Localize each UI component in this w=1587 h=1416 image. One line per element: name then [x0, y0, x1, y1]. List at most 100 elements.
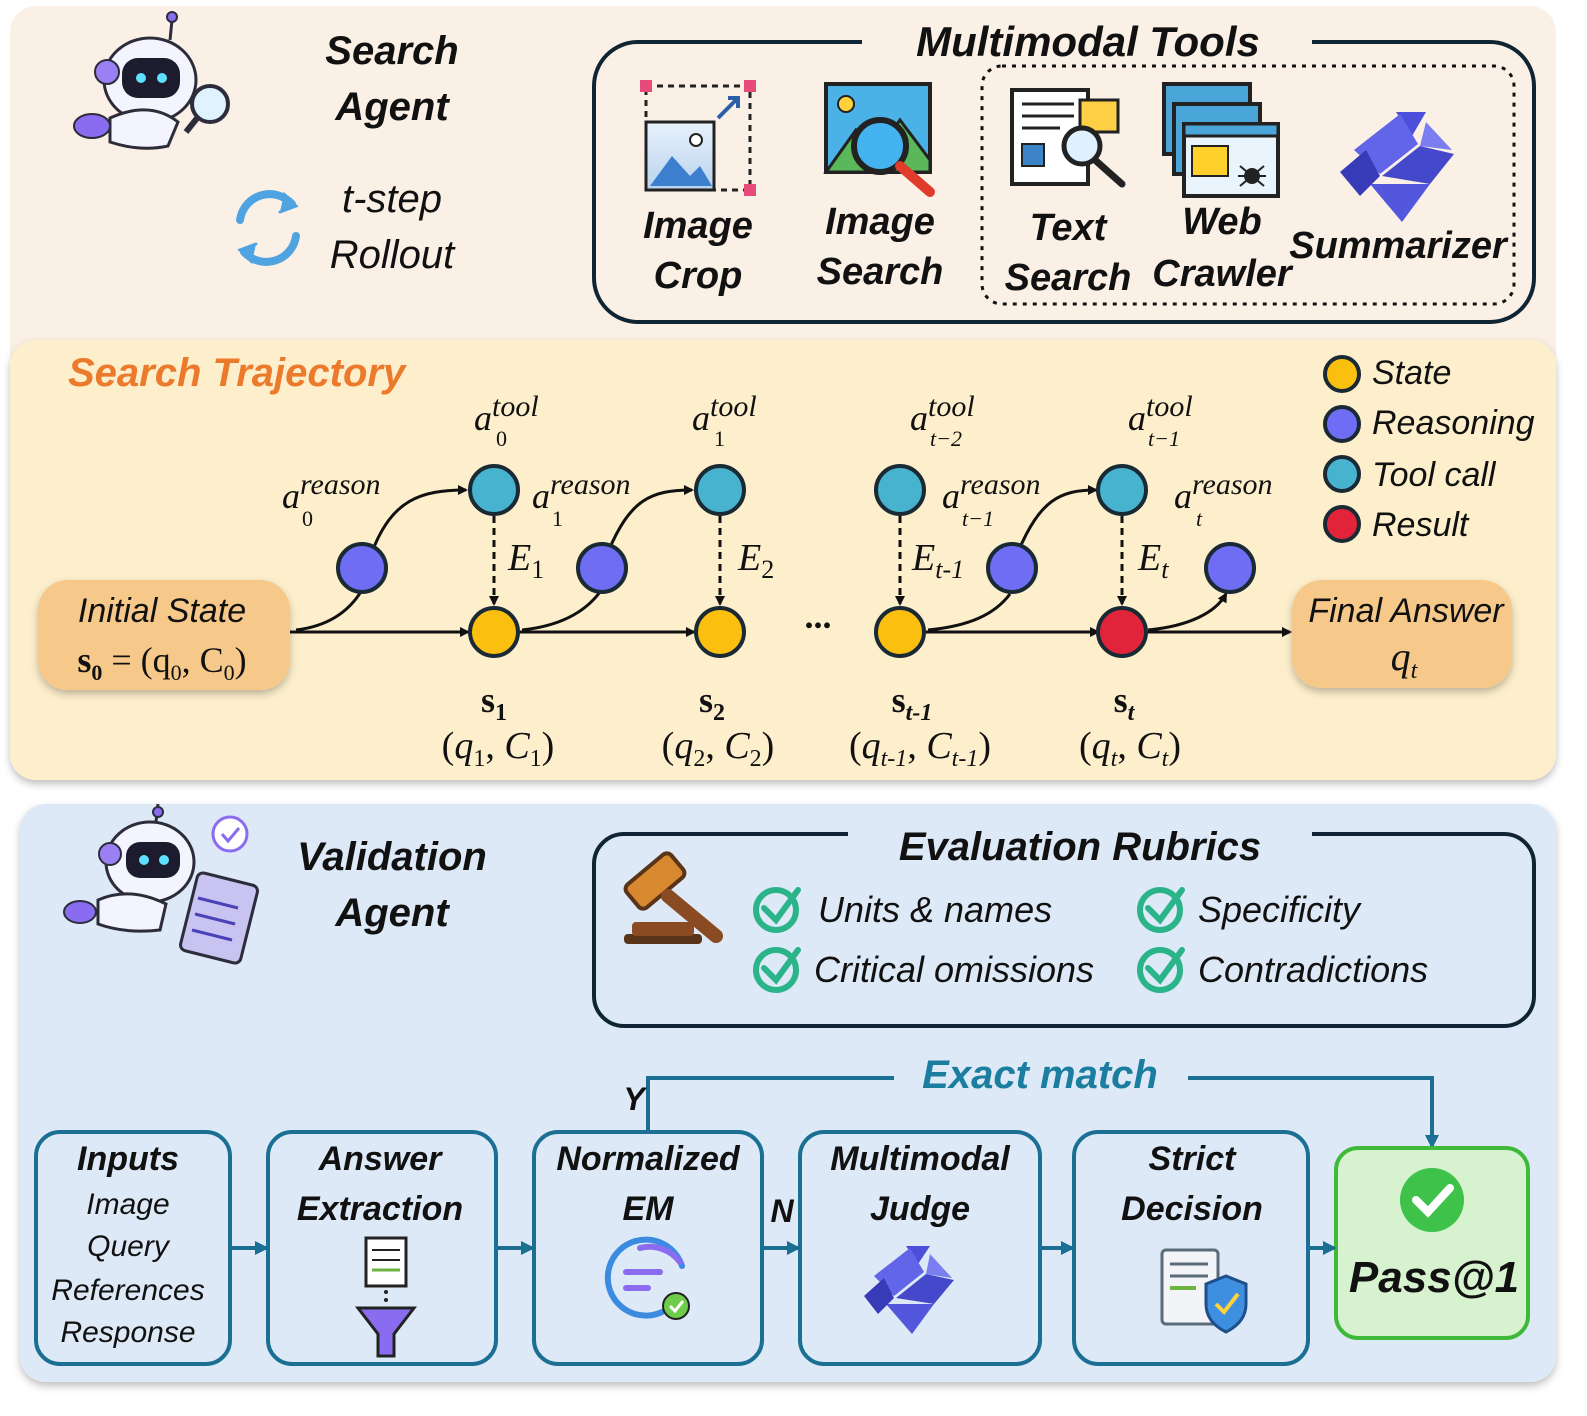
reason-action-label: areason: [282, 468, 381, 516]
tool-action-label: atool: [1128, 390, 1193, 438]
validation-robot-icon: [63, 803, 259, 965]
refresh-icon: [236, 190, 300, 266]
reasoning-node: [1204, 542, 1256, 594]
reasoning-node: [576, 542, 628, 594]
state-tuple: (q1, C1): [442, 725, 555, 772]
rubric-check-icons: [753, 887, 1185, 993]
shield-document-icon: [1160, 1248, 1248, 1334]
evidence-arrows: [489, 516, 1127, 606]
rollout-line1: t-step: [342, 177, 442, 221]
tool-action-sub: 0: [496, 426, 507, 451]
gavel-icon: [623, 851, 723, 944]
exact-match-path: [646, 1076, 1439, 1149]
summarizer-icon: [1340, 112, 1454, 222]
search-robot-icon: [73, 11, 230, 150]
check-icon: [1137, 887, 1183, 933]
check-icon: [1145, 887, 1185, 925]
reason-action-sub: 0: [302, 506, 313, 531]
reasoning-arrows: [295, 485, 1228, 632]
tool-call-node: [874, 464, 926, 516]
ellipsis: ...: [805, 596, 832, 636]
trajectory-legend: [1323, 355, 1361, 543]
pass-label: Pass@1: [1349, 1253, 1519, 1302]
trajectory-panel: [10, 340, 1556, 780]
tool-action-label: atool: [910, 390, 975, 438]
summarizer-label: Summarizer: [1289, 225, 1509, 267]
reasoning-node: [336, 542, 388, 594]
final-answer-label: Final Answer: [1308, 592, 1505, 630]
legend-reasoning-dot: [1323, 405, 1361, 443]
text-search-label-1: Text: [1030, 207, 1108, 249]
image-search-label-2: Search: [817, 251, 944, 293]
state-label: s1: [481, 680, 507, 726]
check-icon: [1137, 947, 1183, 993]
legend-tool-call-dot: [1323, 455, 1361, 493]
multimodal-judge-line2: Judge: [870, 1190, 970, 1228]
rubric-contradictions: Contradictions: [1198, 949, 1428, 990]
check-icon: [761, 947, 801, 985]
image-search-icon: [823, 82, 935, 197]
evidence-label: E2: [737, 537, 774, 584]
web-crawler-label-2: Crawler: [1152, 253, 1294, 295]
result-node: [1096, 606, 1148, 658]
inputs-title: Inputs: [77, 1140, 179, 1178]
rubrics-title: Evaluation Rubrics: [899, 825, 1261, 869]
inputs-references: References: [51, 1274, 204, 1307]
validation-title-line1: Validation: [297, 835, 487, 879]
tool-action-sub: 1: [714, 426, 725, 451]
state-label: st-1: [892, 680, 933, 726]
answer-extraction-line2: Extraction: [297, 1190, 463, 1228]
tool-action-label: atool: [692, 390, 757, 438]
text-tools-dotted-group: [980, 64, 1516, 306]
legend-state-label: State: [1372, 354, 1451, 392]
tool-call-node: [468, 464, 520, 516]
image-search-label-1: Image: [825, 201, 935, 243]
state-label: st: [1114, 680, 1136, 726]
inputs-response: Response: [60, 1316, 195, 1349]
state-tuple: (q2, C2): [662, 725, 775, 772]
reason-action-label: areason: [1174, 468, 1273, 516]
search-agent-title-line1: Search: [325, 29, 458, 73]
reason-action-sub: 1: [552, 506, 563, 531]
tools-title: Multimodal Tools: [916, 18, 1260, 65]
legend-result-dot: [1323, 505, 1361, 543]
evidence-label: Et-1: [911, 537, 964, 584]
legend-reasoning-label: Reasoning: [1372, 404, 1535, 442]
state-label: s2: [699, 680, 725, 726]
evidence-label: Et: [1137, 537, 1169, 584]
reason-action-label: areason: [942, 468, 1041, 516]
legend-tool-call-label: Tool call: [1372, 456, 1497, 494]
check-icon: [753, 887, 799, 933]
image-crop-label-1: Image: [643, 205, 753, 247]
normalized-em-line2: EM: [623, 1190, 675, 1228]
initial-state-label: Initial State: [78, 592, 246, 630]
strict-decision-line1: Strict: [1149, 1140, 1238, 1178]
reason-action-sub: t−1: [962, 506, 994, 531]
state-tuple: (qt, Ct): [1079, 725, 1181, 772]
search-agent-title-line2: Agent: [334, 85, 450, 129]
inputs-image: Image: [86, 1188, 169, 1221]
check-icon: [761, 887, 801, 925]
reason-action-label: areason: [532, 468, 631, 516]
yes-label: Y: [623, 1081, 647, 1117]
tool-action-sub: t−2: [930, 426, 962, 451]
evidence-labels: E1 E2 Et-1 Et: [507, 537, 1169, 584]
trajectory-title: Search Trajectory: [68, 351, 407, 395]
inputs-query: Query: [87, 1230, 171, 1263]
reason-action-labels: areason 0 areason 1 areason t−1 areason …: [282, 468, 1273, 531]
tool-call-node: [1096, 464, 1148, 516]
rubric-specificity: Specificity: [1198, 889, 1362, 930]
answer-extraction-line1: Answer: [318, 1140, 444, 1178]
check-icon: [753, 947, 799, 993]
evidence-label: E1: [507, 537, 544, 584]
tool-call-node: [694, 464, 746, 516]
check-icon: [1145, 947, 1185, 985]
web-crawler-label-1: Web: [1182, 201, 1262, 243]
state-node: [874, 606, 926, 658]
initial-state-box: [38, 580, 290, 690]
normalized-em-line1: Normalized: [556, 1140, 740, 1178]
legend-result-label: Result: [1372, 506, 1470, 544]
tool-action-label: atool: [474, 390, 539, 438]
tool-action-sub: t−1: [1148, 426, 1180, 451]
